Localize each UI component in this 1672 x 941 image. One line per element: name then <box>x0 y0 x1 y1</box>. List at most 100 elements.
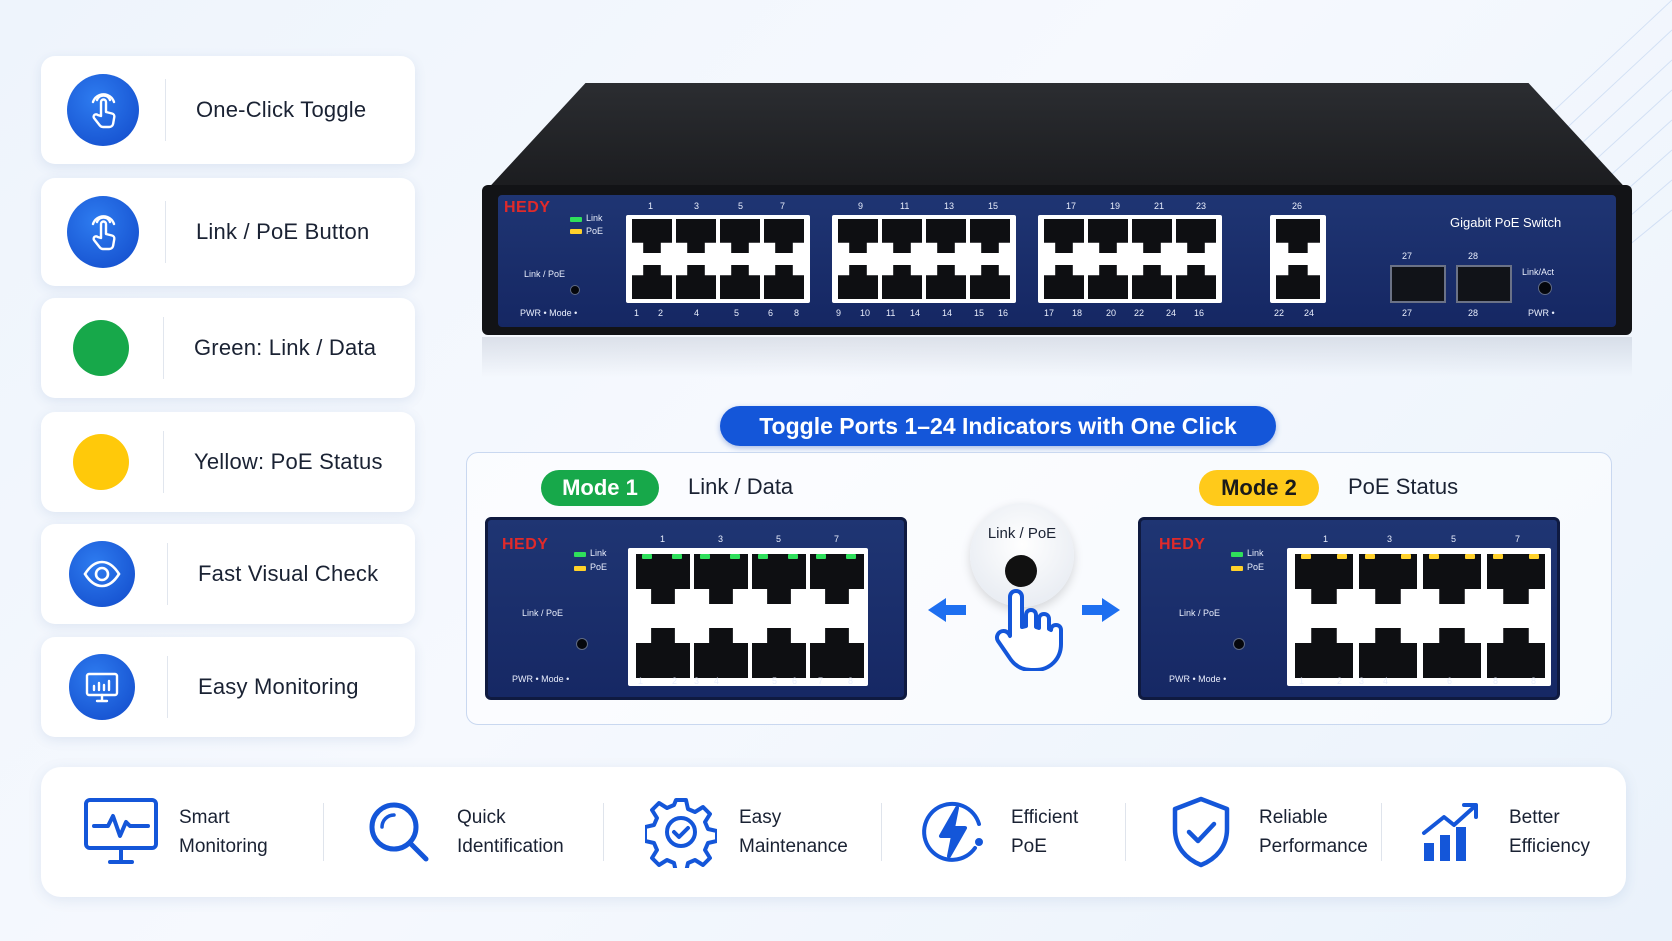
pwr-mode-label: PWR • Mode • <box>1169 674 1227 684</box>
yellow-port-led <box>1429 554 1439 559</box>
right-arrow-icon <box>1102 598 1120 622</box>
poe-led-label: PoE <box>590 562 608 572</box>
feature-label: Link / PoE Button <box>196 219 370 244</box>
pwr-label: PWR • <box>1528 308 1555 318</box>
right-arrow-bar <box>1082 605 1102 615</box>
rj45-port <box>694 628 748 678</box>
rj45-port <box>1132 219 1172 253</box>
port-number: 11 <box>900 201 910 211</box>
link-act-label: Link/Act <box>1522 267 1555 277</box>
port-number: 7 <box>1515 534 1521 544</box>
button-knob <box>1005 555 1037 587</box>
benefit-easy-maintenance: Easy Maintenance <box>641 767 848 897</box>
rj45-port <box>1276 219 1320 253</box>
port-number: 7 <box>834 534 840 544</box>
benefit-separator <box>323 803 324 861</box>
rj45-port <box>882 219 922 253</box>
poe-led-label: PoE <box>586 226 604 236</box>
port-number: 15 <box>988 201 999 211</box>
port-number: 10 <box>860 308 871 318</box>
rj45-port <box>1487 628 1545 678</box>
mode-2-description: PoE Status <box>1348 474 1459 499</box>
link-led <box>1231 552 1243 557</box>
gear-check-icon <box>641 792 721 872</box>
port-number: 20 <box>1106 308 1117 318</box>
green-port-led <box>788 554 798 559</box>
port-number: 5 <box>1451 534 1457 544</box>
port-number: 5 <box>734 308 740 318</box>
monitor-chart-icon <box>69 654 135 720</box>
card-divider <box>165 201 166 263</box>
lightning-icon <box>913 792 993 872</box>
port-number: 24 <box>1166 308 1177 318</box>
eye-icon <box>69 541 135 607</box>
green-port-led <box>672 554 682 559</box>
benefit-efficient-poe: Efficient PoE <box>913 767 1078 897</box>
rj45-port <box>1487 554 1545 604</box>
rj45-port <box>764 265 804 299</box>
benefit-line-1: Efficient <box>1011 807 1079 828</box>
green-port-led <box>758 554 768 559</box>
benefit-line-2: Identification <box>457 836 564 857</box>
benefit-line-1: Smart <box>179 807 230 828</box>
port-number: 26 <box>1292 201 1303 211</box>
rj45-port <box>810 628 864 678</box>
benefit-line-2: Maintenance <box>739 836 848 857</box>
port-number: 9 <box>858 201 864 211</box>
tap-hand-icon <box>67 196 139 268</box>
port-number: 5 <box>776 534 782 544</box>
green-port-led <box>730 554 740 559</box>
link-led-label: Link <box>1247 548 1264 558</box>
link-poe-button-label: Link / PoE <box>1179 608 1221 618</box>
switch-front-panel: HEDY Link PoE Link / PoE PWR • Mode • 1 … <box>498 195 1616 327</box>
port-number: 3 <box>694 676 700 686</box>
headline-pill: Toggle Ports 1–24 Indicators with One Cl… <box>720 406 1276 446</box>
feature-card-one-click-toggle: One-Click Toggle <box>41 56 415 164</box>
rj45-port <box>720 265 760 299</box>
port-number: 13 <box>944 201 955 211</box>
port-number: 22 <box>1274 308 1285 318</box>
port-number: 14 <box>942 308 953 318</box>
yellow-port-led <box>1301 554 1311 559</box>
feature-label: Green: Link / Data <box>194 335 377 360</box>
left-arrow-bar <box>946 605 966 615</box>
rj45-port <box>1088 219 1128 253</box>
sfp-port-28 <box>1456 265 1512 303</box>
sfp-number: 28 <box>1468 308 1479 318</box>
port-number: 18 <box>1072 308 1083 318</box>
link-poe-button <box>570 285 580 295</box>
mode-2-panel: HEDY Link PoE Link / PoE PWR • Mode • 1 … <box>1138 517 1560 700</box>
feature-card-green-link: Green: Link / Data <box>41 298 415 398</box>
link-poe-button-label: Link / PoE <box>522 608 564 618</box>
rj45-port <box>1359 554 1417 604</box>
port-block-9-16 <box>832 215 1016 303</box>
feature-label: Easy Monitoring <box>198 674 359 699</box>
port-number: 1 <box>660 534 666 544</box>
port-number: 16 <box>998 308 1009 318</box>
link-led-label: Link <box>586 213 603 223</box>
feature-label: Fast Visual Check <box>198 561 379 586</box>
port-number: 1 <box>1323 534 1329 544</box>
green-port-led <box>642 554 652 559</box>
port-number: 7 <box>780 201 786 211</box>
model-label: Gigabit PoE Switch <box>1450 215 1562 230</box>
rj45-port <box>636 554 690 604</box>
port-block-mode-1 <box>628 548 868 686</box>
tap-hand-icon <box>67 74 139 146</box>
rj45-port <box>838 265 878 299</box>
green-port-led <box>846 554 856 559</box>
feature-card-yellow-poe: Yellow: PoE Status <box>41 412 415 512</box>
pointing-hand-icon <box>994 589 1063 671</box>
port-number: 1 <box>648 201 654 211</box>
yellow-dot-icon <box>73 434 129 490</box>
rj45-port <box>1088 265 1128 299</box>
benefit-separator <box>603 803 604 861</box>
feature-card-easy-monitoring: Easy Monitoring <box>41 637 415 737</box>
port-number: 4 <box>694 308 700 318</box>
poe-switch-illustration: HEDY Link PoE Link / PoE PWR • Mode • 1 … <box>482 83 1632 377</box>
card-divider <box>165 79 166 141</box>
port-block-17-24 <box>1038 215 1222 303</box>
link-poe-toggle-button[interactable]: Link / PoE <box>970 503 1074 607</box>
green-dot-icon <box>73 320 129 376</box>
yellow-port-led <box>1401 554 1411 559</box>
